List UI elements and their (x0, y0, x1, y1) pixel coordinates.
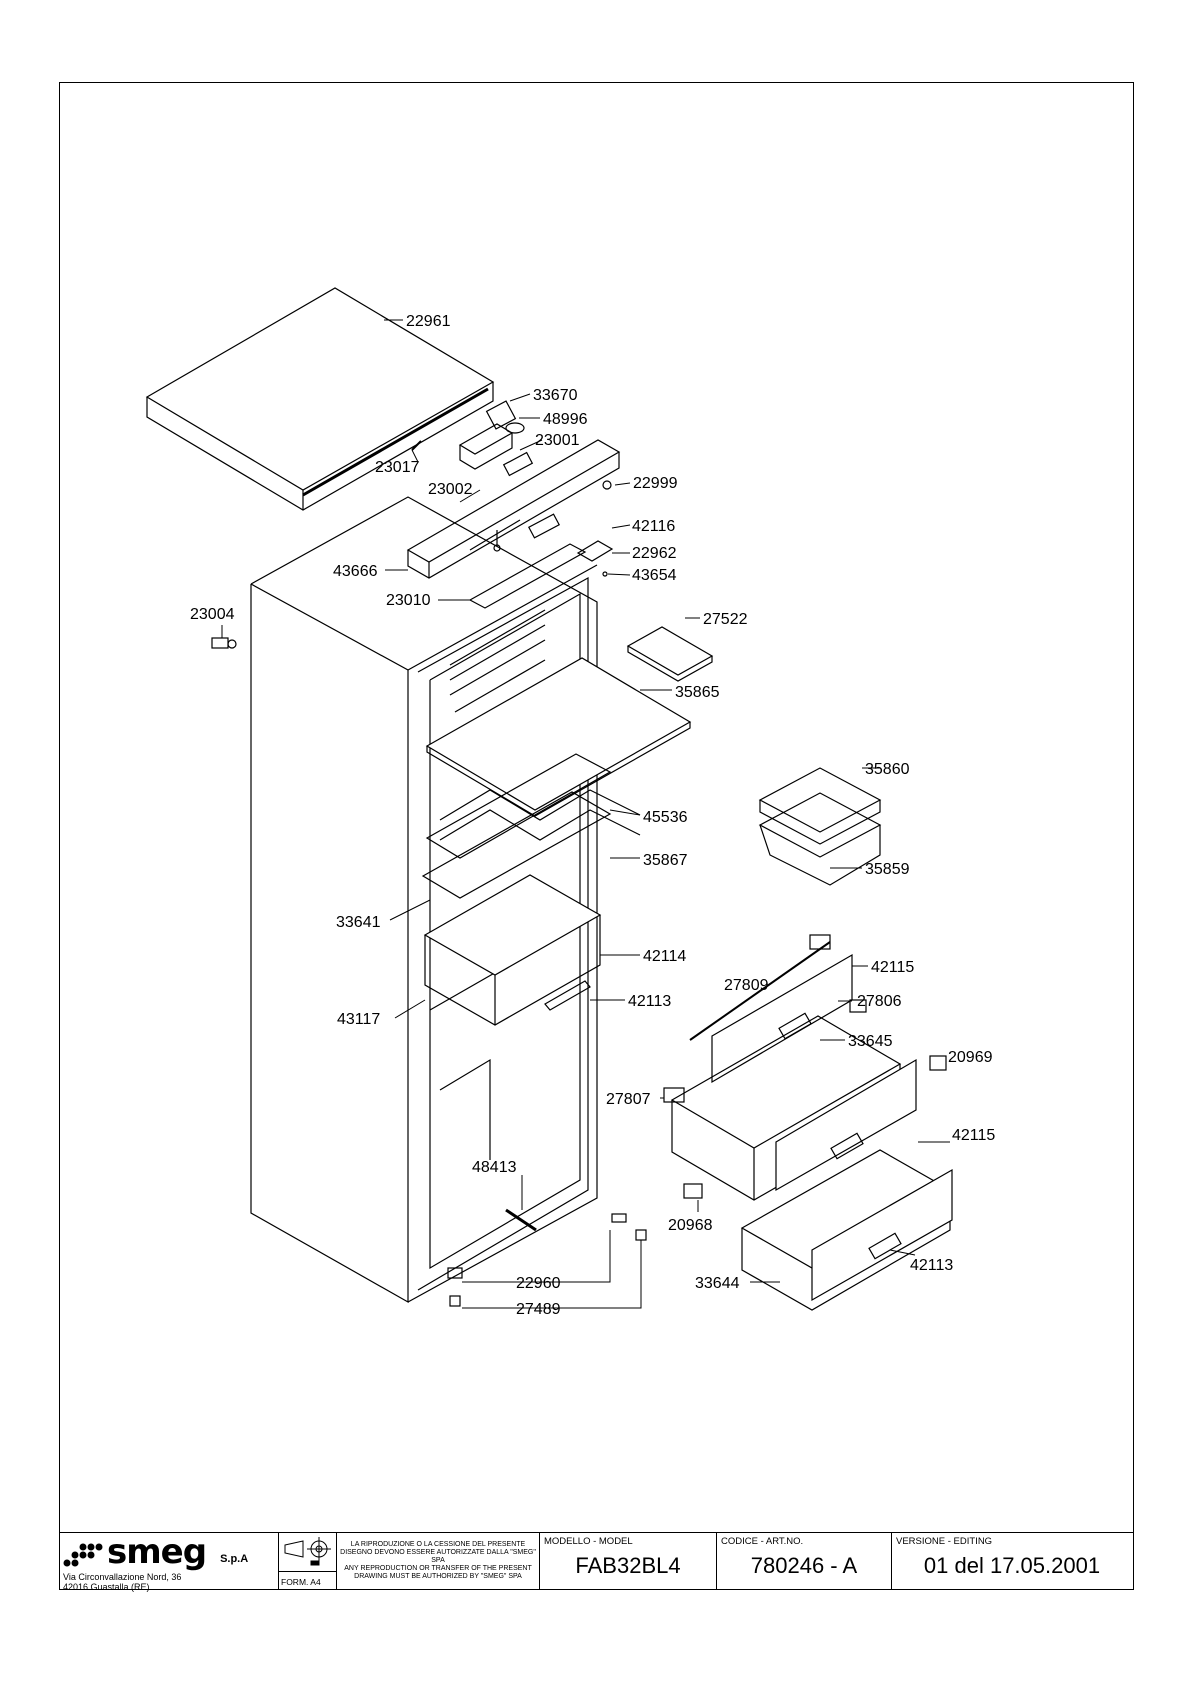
smeg-logo: smeg (107, 1532, 207, 1572)
label-33670: 33670 (533, 387, 578, 404)
smeg-dots-logo-icon (63, 1543, 103, 1567)
label-42116: 42116 (632, 518, 675, 535)
label-27806: 27806 (857, 993, 902, 1010)
dairy-box-part (758, 767, 882, 886)
form-cell: FORM. A4 (279, 1533, 337, 1589)
label-35860: 35860 (865, 761, 910, 778)
label-42113-upper: 42113 (628, 993, 671, 1010)
label-22962: 22962 (632, 545, 677, 562)
fridge-cabinet (250, 496, 692, 1304)
label-42114: 42114 (643, 948, 686, 965)
code-cell: CODICE - ART.NO. 780246 - A (717, 1533, 892, 1589)
label-23002: 23002 (428, 481, 473, 498)
label-35859: 35859 (865, 861, 910, 878)
exploded-view-drawing: 22961 33670 48996 23001 23017 22999 2300… (145, 287, 995, 1318)
label-35867: 35867 (643, 852, 688, 869)
freezer-drawers-part (670, 941, 953, 1311)
label-43666: 43666 (333, 563, 378, 580)
label-27807: 27807 (606, 1091, 651, 1108)
label-48996: 48996 (543, 411, 588, 428)
leader-lines (221, 319, 950, 1309)
version-value: 01 del 17.05.2001 (923, 1553, 1101, 1578)
label-33641: 33641 (336, 914, 381, 931)
label-35865: 35865 (675, 684, 720, 701)
label-23001: 23001 (535, 432, 580, 449)
label-23017: 23017 (375, 459, 420, 476)
company-address: Via Circonvallazione Nord, 36 42016 Guas… (63, 1572, 182, 1592)
label-42113-lower: 42113 (910, 1257, 953, 1274)
version-cell: VERSIONE - EDITING 01 del 17.05.2001 (892, 1533, 1132, 1589)
company-cell: smeg S.p.A Via Circonvallazione Nord, 36… (59, 1532, 279, 1592)
ice-tray-part (626, 626, 714, 682)
control-parts (406, 400, 621, 609)
legal-notice: LA RIPRODUZIONE O LA CESSIONE DEL PRESEN… (340, 1541, 536, 1580)
label-22960: 22960 (516, 1275, 561, 1292)
part-number-labels: 22961 33670 48996 23001 23017 22999 2300… (190, 313, 995, 1318)
label-33644: 33644 (695, 1275, 740, 1292)
label-22961: 22961 (406, 313, 451, 330)
label-42115-lower: 42115 (952, 1127, 995, 1144)
label-23010: 23010 (386, 592, 431, 609)
projection-symbol-icon (284, 1537, 331, 1566)
model-caption: MODELLO - MODEL (544, 1536, 633, 1547)
label-33645: 33645 (848, 1033, 893, 1050)
code-value: 780246 - A (750, 1553, 858, 1578)
label-27522: 27522 (703, 611, 748, 628)
label-20969: 20969 (948, 1049, 993, 1066)
model-value: FAB32BL4 (575, 1553, 681, 1578)
version-caption: VERSIONE - EDITING (896, 1536, 993, 1547)
label-48413: 48413 (472, 1159, 517, 1176)
drawing-frame (59, 82, 1134, 1590)
title-block: smeg S.p.A Via Circonvallazione Nord, 36… (59, 1532, 1134, 1592)
label-20968: 20968 (668, 1217, 713, 1234)
label-42115-upper: 42115 (871, 959, 914, 976)
label-23004: 23004 (190, 606, 235, 623)
form-size: FORM. A4 (281, 1577, 321, 1587)
label-27809: 27809 (724, 977, 769, 994)
label-27489: 27489 (516, 1301, 561, 1318)
label-22999: 22999 (633, 475, 678, 492)
model-cell: MODELLO - MODEL FAB32BL4 (540, 1533, 717, 1589)
top-cover-part (145, 287, 495, 511)
company-suffix: S.p.A (220, 1553, 249, 1565)
code-caption: CODICE - ART.NO. (721, 1536, 804, 1547)
legal-cell: LA RIPRODUZIONE O LA CESSIONE DEL PRESEN… (337, 1533, 540, 1589)
label-43654: 43654 (632, 567, 677, 584)
label-43117: 43117 (337, 1011, 380, 1028)
label-45536: 45536 (643, 809, 688, 826)
